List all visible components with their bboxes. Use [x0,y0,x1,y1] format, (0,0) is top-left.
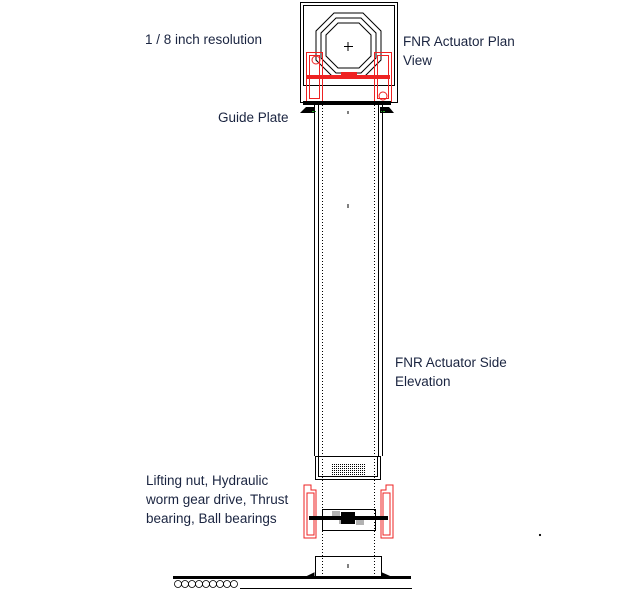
side-elevation-column [314,105,383,577]
plan-view-label-line2: View [403,53,433,68]
drive-label-line1: Lifting nut, Hydraulic [146,473,269,488]
plan-view-red-frame [306,52,392,102]
center-cross-icon [344,42,353,51]
side-elevation-label-line2: Elevation [395,374,451,389]
roller-bearings [174,580,238,588]
base [173,533,542,589]
drive-assembly [303,484,394,539]
drive-label-line3: bearing, Ball bearings [146,511,277,526]
guide-plate-label: Guide Plate [218,110,289,125]
plan-view-label-line1: FNR Actuator Plan [403,34,515,49]
resolution-label: 1 / 8 inch resolution [145,32,263,47]
drive-label-line2: worm gear drive, Thrust [146,492,289,507]
side-elevation-label-line1: FNR Actuator Side [395,355,507,370]
guide-plate [300,101,394,113]
